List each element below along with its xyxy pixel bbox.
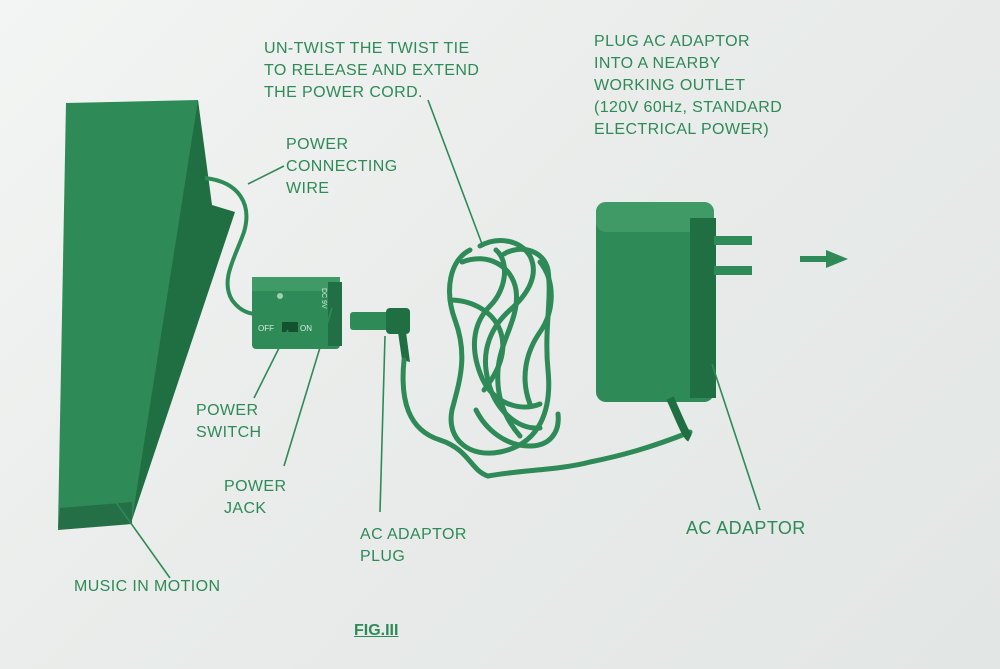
plug-ac-instruction: PLUG AC ADAPTOR INTO A NEARBY WORKING OU… [594, 33, 783, 138]
power-cord-coil [400, 238, 693, 479]
ac-adaptor-label: AC ADAPTOR [686, 518, 806, 538]
switch-off-label: OFF [258, 324, 274, 333]
ac-adaptor-body [596, 202, 752, 442]
music-in-motion-device [58, 100, 235, 530]
power-switch-label: POWER SWITCH [196, 402, 262, 441]
power-connecting-wire-label: POWER CONNECTING WIRE [286, 136, 398, 197]
leader-lines [99, 99, 761, 579]
music-in-motion-label: MUSIC IN MOTION [74, 578, 221, 595]
power-jack-label: POWER JACK [224, 478, 287, 517]
figure-caption: FIG.III [354, 622, 399, 639]
switch-on-label: ON [300, 324, 312, 333]
power-switch-box: OFF ON DC 9V [252, 277, 342, 349]
power-connecting-wire [204, 176, 264, 316]
untwist-instruction: UN-TWIST THE TWIST TIE TO RELEASE AND EX… [264, 40, 480, 101]
ac-adaptor-plug-label: AC ADAPTOR PLUG [360, 526, 467, 565]
jack-label: DC 9V [320, 288, 327, 309]
arrow-right-icon [800, 250, 848, 268]
ac-adaptor-plug [350, 308, 410, 362]
